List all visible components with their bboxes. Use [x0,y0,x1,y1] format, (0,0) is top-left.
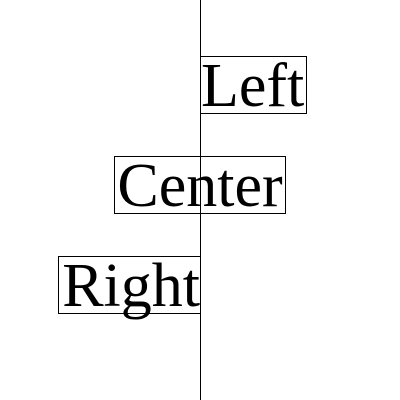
left-aligned-label: Left [201,52,305,120]
left-aligned-text-box: Left [200,55,307,117]
center-aligned-label: Center [117,152,283,220]
right-aligned-label: Right [62,252,200,320]
center-aligned-text-box: Center [114,155,286,217]
right-aligned-text-box: Right [58,255,201,317]
vertical-anchor-line [200,0,201,400]
